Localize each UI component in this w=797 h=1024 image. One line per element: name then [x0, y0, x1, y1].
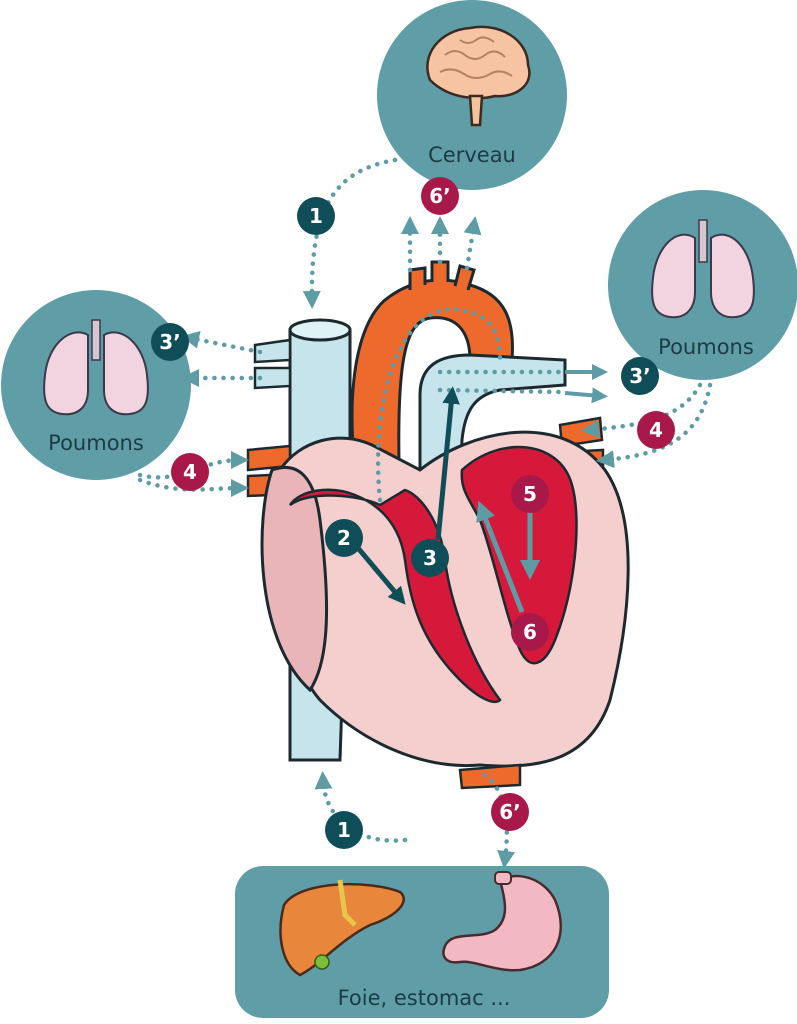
path-aorta-to-digestive — [482, 772, 516, 869]
arrow-to-right-lungs-2 — [564, 387, 608, 404]
svg-text:4: 4 — [183, 460, 197, 484]
badge-5: 5 — [511, 475, 549, 513]
path-pulmonary-split-2 — [437, 387, 563, 395]
arrow-left-ventricle-up — [476, 500, 525, 613]
brain-label: Cerveau — [428, 143, 516, 167]
svg-text:6: 6 — [523, 620, 537, 644]
path-digestive-to-vena-cava — [314, 771, 408, 843]
svg-text:6’: 6’ — [499, 800, 521, 824]
digestive-node: Foie, estomac ... — [235, 866, 609, 1018]
lungs-right-label: Poumons — [658, 335, 754, 359]
badge-4-left: 4 — [171, 453, 209, 491]
svg-text:5: 5 — [523, 482, 537, 506]
lungs-right-icon — [651, 219, 755, 319]
svg-text:6’: 6’ — [429, 184, 451, 208]
lungs-left-node: Poumons — [1, 290, 191, 480]
path-aorta-arch-dotted — [375, 307, 503, 503]
step-badges: 1 6’ 3’ 3’ 4 4 2 3 — [151, 177, 675, 849]
path-to-left-lungs-1 — [181, 330, 263, 355]
brain-node: Cerveau — [377, 0, 567, 190]
svg-text:3’: 3’ — [629, 364, 651, 388]
svg-text:3’: 3’ — [159, 330, 181, 354]
path-left-lungs-return-1 — [137, 451, 249, 480]
badge-1-top: 1 — [297, 197, 335, 235]
digestive-label: Foie, estomac ... — [338, 986, 511, 1010]
lungs-left-icon — [43, 319, 149, 416]
svg-text:2: 2 — [337, 526, 351, 550]
arrow-atrium-to-ventricle — [356, 546, 406, 605]
badge-3prime-left: 3’ — [151, 323, 189, 361]
svg-text:4: 4 — [649, 418, 663, 442]
brain-icon — [426, 25, 531, 127]
svg-text:1: 1 — [337, 818, 351, 842]
badge-4-right: 4 — [637, 411, 675, 449]
badge-1-bottom: 1 — [325, 811, 363, 849]
stomach-icon — [442, 871, 563, 972]
right-atrium-wall — [260, 466, 329, 693]
right-chambers — [288, 488, 502, 704]
path-brain-to-vena-cava — [302, 157, 398, 309]
badge-6prime-top: 6’ — [421, 177, 459, 215]
svg-text:1: 1 — [309, 204, 323, 228]
lungs-left-circle — [1, 290, 191, 480]
liver-icon — [279, 879, 405, 977]
badge-3prime-right: 3’ — [621, 357, 659, 395]
svg-text:3: 3 — [423, 546, 437, 570]
path-aorta-to-brain-3 — [463, 216, 482, 271]
badge-6prime-bottom: 6’ — [491, 793, 529, 831]
badge-2: 2 — [325, 519, 363, 557]
lungs-right-circle — [608, 190, 797, 380]
lungs-left-label: Poumons — [48, 431, 144, 455]
badge-3: 3 — [411, 539, 449, 577]
badge-6: 6 — [511, 613, 549, 651]
path-right-lungs-return-2 — [596, 382, 713, 469]
arrow-ventricle-to-pulmonary — [435, 386, 460, 541]
lungs-right-node: Poumons — [608, 190, 797, 380]
aorta — [350, 278, 514, 502]
